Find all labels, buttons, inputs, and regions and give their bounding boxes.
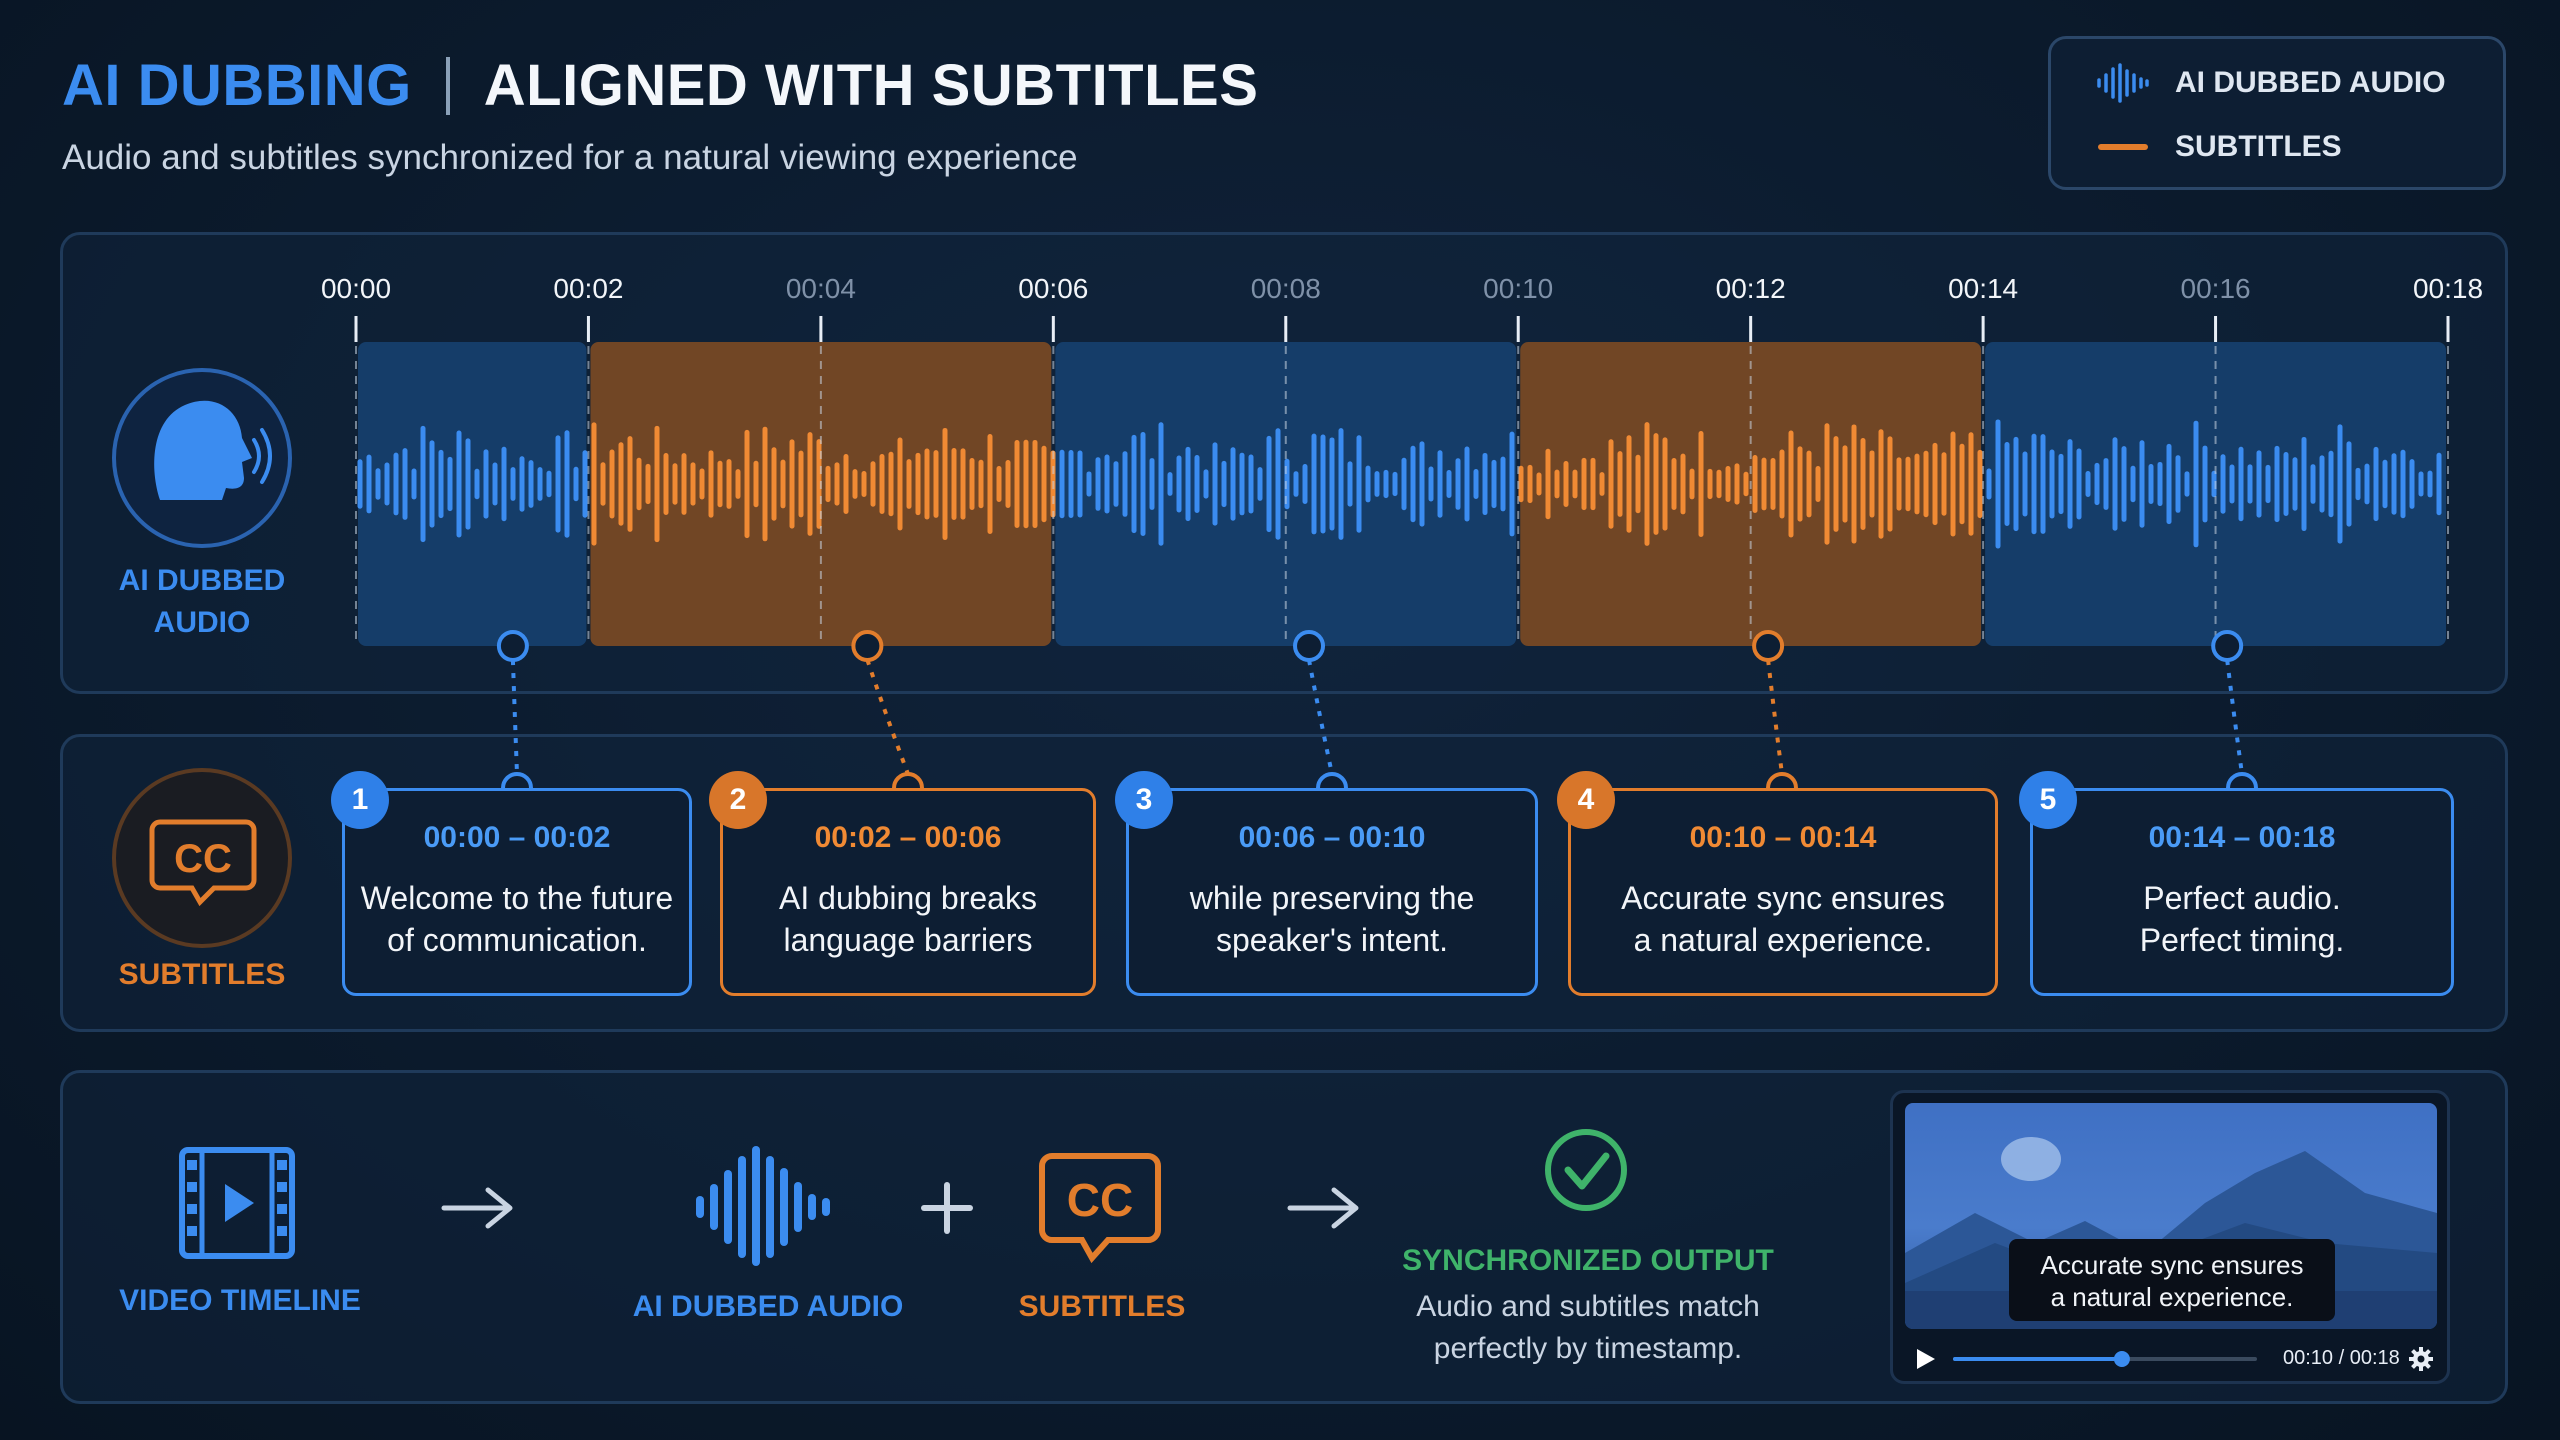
title-accent: AI DUBBING <box>62 53 412 118</box>
audio-waveform-icon <box>696 1146 830 1266</box>
audio-anchor-point <box>2211 630 2244 662</box>
video-timeline-label: VIDEO TIMELINE <box>119 1284 361 1317</box>
card-time-range: 00:06 – 00:10 <box>1238 821 1426 854</box>
title-divider <box>445 56 450 115</box>
connector-line-2 <box>865 659 910 775</box>
closed-captions-icon: CC <box>1039 1153 1161 1264</box>
card-time-range: 00:02 – 00:06 <box>814 821 1002 854</box>
cc-text-icon: CC <box>174 837 232 881</box>
plus-icon <box>921 1182 973 1234</box>
card-number-badge: 3 <box>1115 771 1173 829</box>
card-number-badge: 2 <box>709 771 767 829</box>
waveform-icon <box>2095 63 2151 103</box>
legend-item-subtitles: SUBTITLES <box>2095 127 2342 167</box>
audio-anchor-point <box>1752 630 1785 662</box>
legend-subtitles-label: SUBTITLES <box>2175 130 2342 163</box>
video-player[interactable]: Accurate sync ensures a natural experien… <box>1890 1090 2450 1384</box>
tick-label: 00:16 <box>2181 273 2251 304</box>
audio-anchor-point <box>496 630 529 662</box>
tick-label: 00:00 <box>321 273 391 304</box>
playback-time: 00:10 / 00:18 <box>2283 1347 2400 1369</box>
card-number-badge: 1 <box>331 771 389 829</box>
synchronized-output-description: Audio and subtitles match perfectly by t… <box>1416 1290 1760 1365</box>
tick-label: 00:02 <box>553 273 623 304</box>
card-time-range: 00:14 – 00:18 <box>2148 821 2336 854</box>
subtitles-track-label: SUBTITLES <box>118 958 286 991</box>
card-number-badge: 4 <box>1557 771 1615 829</box>
page-subtitle: Audio and subtitles synchronized for a n… <box>62 138 1078 177</box>
audio-anchor-point <box>851 630 884 662</box>
arrow-right-icon <box>441 1187 513 1229</box>
audio-track-label: AI DUBBED AUDIO <box>100 560 304 644</box>
audio-segment-4 <box>1520 342 1982 646</box>
audio-anchor-point <box>1293 630 1326 662</box>
card-text: Perfect audio.Perfect timing. <box>2139 880 2345 958</box>
subtitles-flow-label: SUBTITLES <box>1018 1290 1186 1323</box>
svg-text:CC: CC <box>1067 1174 1133 1226</box>
legend-audio-label: AI DUBBED AUDIO <box>2175 66 2446 99</box>
audio-track-label-line2: AUDIO <box>153 606 251 639</box>
subtitle-card-5[interactable]: 5 00:14 – 00:18 Perfect audio.Perfect ti… <box>2019 771 2454 996</box>
tick-label: 00:14 <box>1948 273 2018 304</box>
title-main: ALIGNED WITH SUBTITLES <box>483 53 1259 118</box>
connector-line-3 <box>1307 659 1334 775</box>
tick-label: 00:06 <box>1018 273 1088 304</box>
legend-item-audio: AI DUBBED AUDIO <box>2095 63 2446 103</box>
sound-wave-icon <box>252 438 261 474</box>
sound-wave-icon <box>260 428 272 484</box>
card-number-badge: 5 <box>2019 771 2077 829</box>
card-time-range: 00:00 – 00:02 <box>423 821 611 854</box>
tick-label: 00:10 <box>1483 273 1553 304</box>
video-caption: Accurate sync ensures a natural experien… <box>2009 1239 2335 1321</box>
speaking-head-icon <box>154 400 252 500</box>
synchronized-output-label: SYNCHRONIZED OUTPUT <box>1402 1244 1774 1277</box>
video-film-icon <box>179 1147 295 1259</box>
tick-label: 00:18 <box>2413 273 2483 304</box>
cc-bubble-icon <box>149 819 257 907</box>
progress-bar[interactable] <box>1953 1345 2263 1373</box>
audio-track-label-line1: AI DUBBED <box>118 564 286 597</box>
tick-label: 00:04 <box>786 273 856 304</box>
video-frame: Accurate sync ensures a natural experien… <box>1905 1103 2437 1329</box>
settings-gear-icon[interactable] <box>2407 1345 2435 1373</box>
arrow-right-icon <box>1287 1187 1359 1229</box>
audio-segment-1 <box>358 342 587 646</box>
card-time-range: 00:10 – 00:14 <box>1689 821 1877 854</box>
player-controls: 00:10 / 00:18 <box>1893 1333 2447 1381</box>
orange-line-icon <box>2095 127 2151 167</box>
tick-label: 00:08 <box>1251 273 1321 304</box>
tick-label: 00:12 <box>1716 273 1786 304</box>
page-title: AI DUBBING ALIGNED WITH SUBTITLES <box>62 52 1258 119</box>
legend: AI DUBBED AUDIO SUBTITLES <box>2048 36 2506 190</box>
cc-icon-ring <box>112 768 292 948</box>
dubbed-audio-label: AI DUBBED AUDIO <box>632 1290 904 1323</box>
play-icon[interactable] <box>1911 1345 1939 1373</box>
check-circle-icon <box>1545 1129 1627 1211</box>
